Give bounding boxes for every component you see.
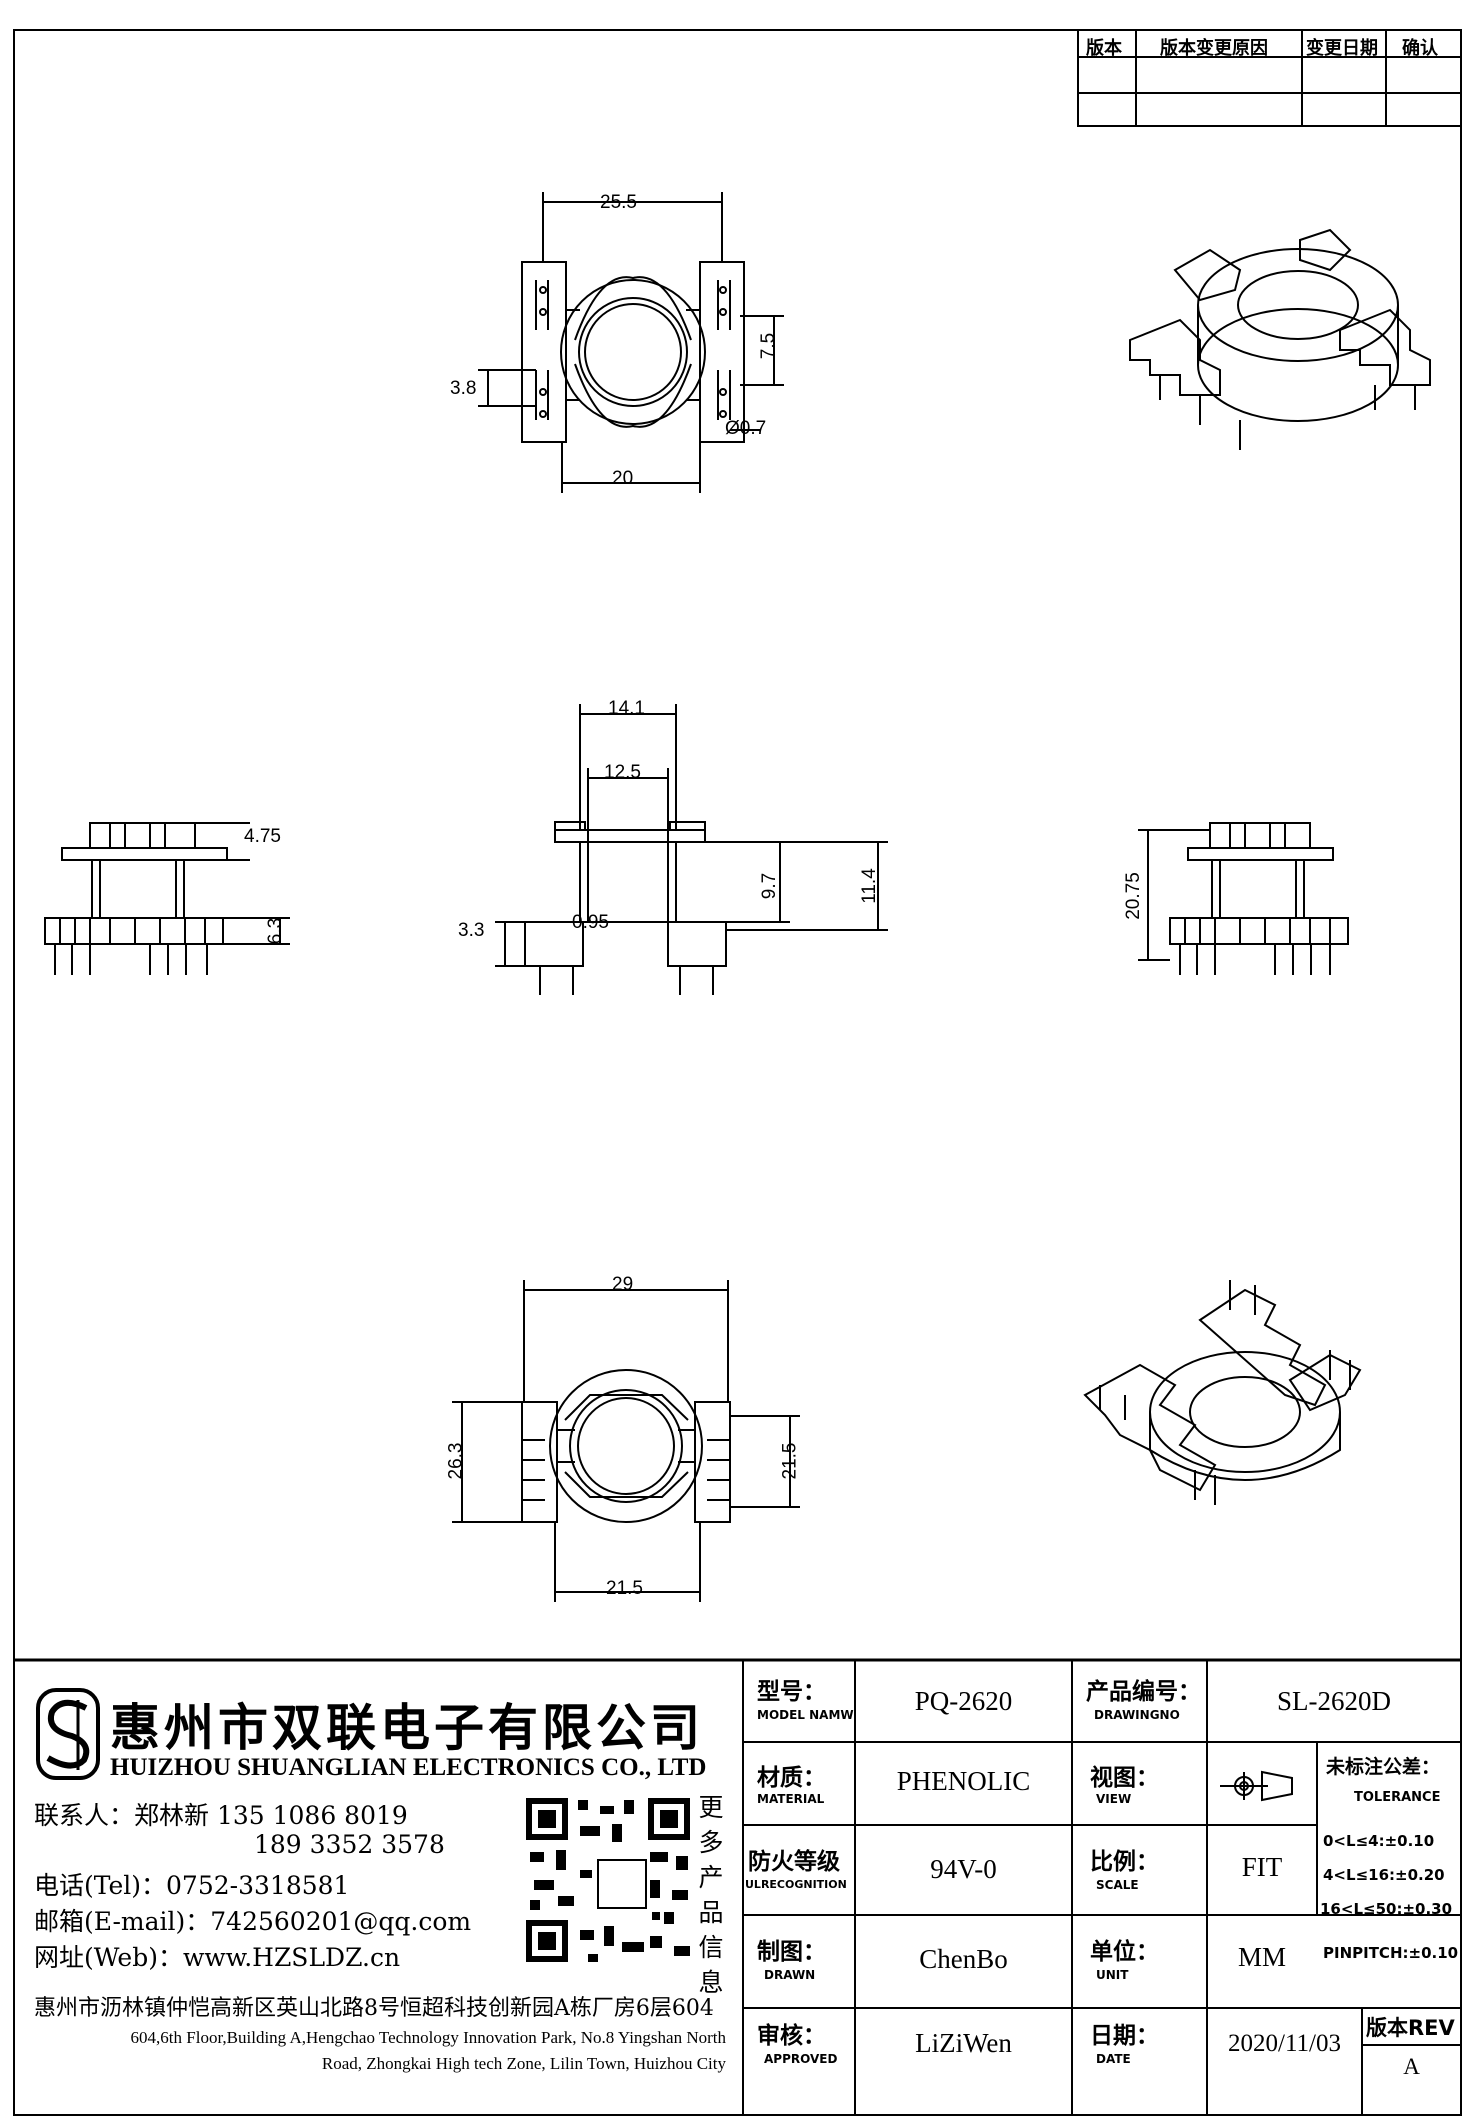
drawingno-label: 产品编号： <box>1086 1679 1201 1705</box>
tolerance-2: 4<L≤16:±0.20 <box>1323 1866 1445 1884</box>
view-sub: VIEW <box>1096 1792 1132 1806</box>
dim-bottom-height: 26.3 <box>445 1442 467 1480</box>
approved-label: 审核： <box>757 2023 826 2049</box>
dim-front-outer-w: 14.1 <box>608 698 645 719</box>
material-sub: MATERIAL <box>757 1792 825 1806</box>
rev-value: A <box>1403 2054 1420 2079</box>
drawing-border <box>13 29 1462 2116</box>
rev-header-version: 版本 <box>1086 38 1122 59</box>
qr-caption: 更多产品信息 <box>698 1793 724 1997</box>
drawingno-sub: DRAWINGNO <box>1094 1708 1180 1722</box>
drawn-label: 制图： <box>757 1939 826 1965</box>
contact-line-1: 联系人：郑林新 135 1086 8019 <box>34 1801 408 1830</box>
contact-tel: 电话(Tel)：0752-3318581 <box>34 1871 350 1900</box>
dim-front-h2: 11.4 <box>858 868 880 904</box>
fire-label: 防火等级 <box>748 1849 840 1875</box>
rev-label: 版本REV <box>1366 2016 1455 2040</box>
title-block-grid <box>14 1658 1461 2115</box>
company-logo <box>36 1688 100 1780</box>
fire-value: 94V-0 <box>930 1854 997 1884</box>
date-label: 日期： <box>1090 2023 1159 2049</box>
contact-email: 邮箱(E-mail)：742560201@qq.com <box>34 1907 472 1936</box>
address-en-2: Road, Zhongkai High tech Zone, Lilin Tow… <box>321 2054 726 2073</box>
revision-table <box>1077 29 1462 127</box>
dim-bottom-inner-h: 21.5 <box>779 1442 801 1480</box>
model-label: 型号： <box>757 1679 826 1705</box>
drawingno-value: SL-2620D <box>1277 1686 1391 1716</box>
dim-front-base-h: 3.3 <box>458 920 485 941</box>
dim-side-base-h: 6.3 <box>265 917 287 945</box>
dim-right-total-h: 20.75 <box>1122 872 1144 920</box>
drawn-value: ChenBo <box>919 1944 1008 1974</box>
rev-header-date: 变更日期 <box>1306 38 1378 59</box>
iso-view-top <box>1129 228 1431 450</box>
iso-view-bottom <box>1083 1280 1362 1505</box>
rev-header-confirm: 确认 <box>1402 38 1438 59</box>
tolerance-label: 未标注公差： <box>1326 1756 1441 1778</box>
dim-top-bottom-width: 20 <box>612 468 634 489</box>
scale-value: FIT <box>1241 1852 1283 1882</box>
front-view <box>495 704 888 995</box>
unit-sub: UNIT <box>1096 1968 1129 1982</box>
material-label: 材质： <box>757 1765 826 1791</box>
qr-code <box>526 1798 690 1962</box>
side-view-right <box>1138 822 1349 975</box>
address-en-1: 604,6th Floor,Building A,Hengchao Techno… <box>130 2028 726 2047</box>
view-label: 视图： <box>1090 1765 1159 1791</box>
date-value: 2020/11/03 <box>1228 2030 1341 2057</box>
model-value: PQ-2620 <box>914 1686 1013 1716</box>
fire-sub: ULRECOGNITION <box>745 1878 847 1891</box>
side-view-left <box>44 822 290 975</box>
dim-top-pin-dia: Ø0.7 <box>725 418 767 439</box>
dim-top-pin-pitch: 7.5 <box>758 332 780 360</box>
contact-line-2: 189 3352 3578 <box>254 1830 445 1859</box>
dim-bottom-width: 29 <box>612 1274 634 1295</box>
unit-value: MM <box>1237 1942 1286 1972</box>
unit-label: 单位： <box>1090 1939 1159 1965</box>
dim-side-flange-h: 4.75 <box>244 826 281 847</box>
scale-label: 比例： <box>1090 1849 1159 1875</box>
bottom-view <box>452 1280 800 1602</box>
projection-symbol <box>1220 1770 1293 1802</box>
top-view <box>478 192 784 493</box>
model-sub: MODEL NAMW <box>757 1708 854 1722</box>
scale-sub: SCALE <box>1096 1878 1139 1892</box>
tolerance-3: 16<L≤50:±0.30 <box>1320 1900 1453 1918</box>
rev-header-reason: 版本变更原因 <box>1160 38 1268 59</box>
contact-web: 网址(Web)：www.HZSLDZ.cn <box>34 1943 401 1972</box>
company-name-en: HUIZHOU SHUANGLIAN ELECTRONICS CO., LTD <box>110 1754 707 1781</box>
dim-top-width: 25.5 <box>600 192 637 213</box>
company-name-cn: 惠州市双联电子有限公司 <box>110 1698 704 1757</box>
tolerance-1: 0<L≤4:±0.10 <box>1323 1832 1435 1850</box>
tolerance-sub: TOLERANCE <box>1354 1790 1441 1805</box>
tolerance-4: PINPITCH:±0.10 <box>1323 1944 1459 1962</box>
approved-sub: APPROVED <box>764 2052 838 2066</box>
dim-front-inner-w: 12.5 <box>604 762 641 783</box>
dim-bottom-lower-w: 21.5 <box>606 1578 643 1599</box>
material-value: PHENOLIC <box>896 1766 1031 1796</box>
approved-value: LiZiWen <box>915 2028 1012 2058</box>
address-cn: 惠州市沥林镇仲恺高新区英山北路8号恒超科技创新园A栋厂房6层604 <box>34 1996 714 2021</box>
dim-front-wall: 0.95 <box>572 912 609 933</box>
drawn-sub: DRAWN <box>764 1968 816 1982</box>
date-sub: DATE <box>1096 2052 1131 2066</box>
dim-top-pin-spacing: 3.8 <box>450 378 477 399</box>
dim-front-h1: 9.7 <box>759 872 781 900</box>
